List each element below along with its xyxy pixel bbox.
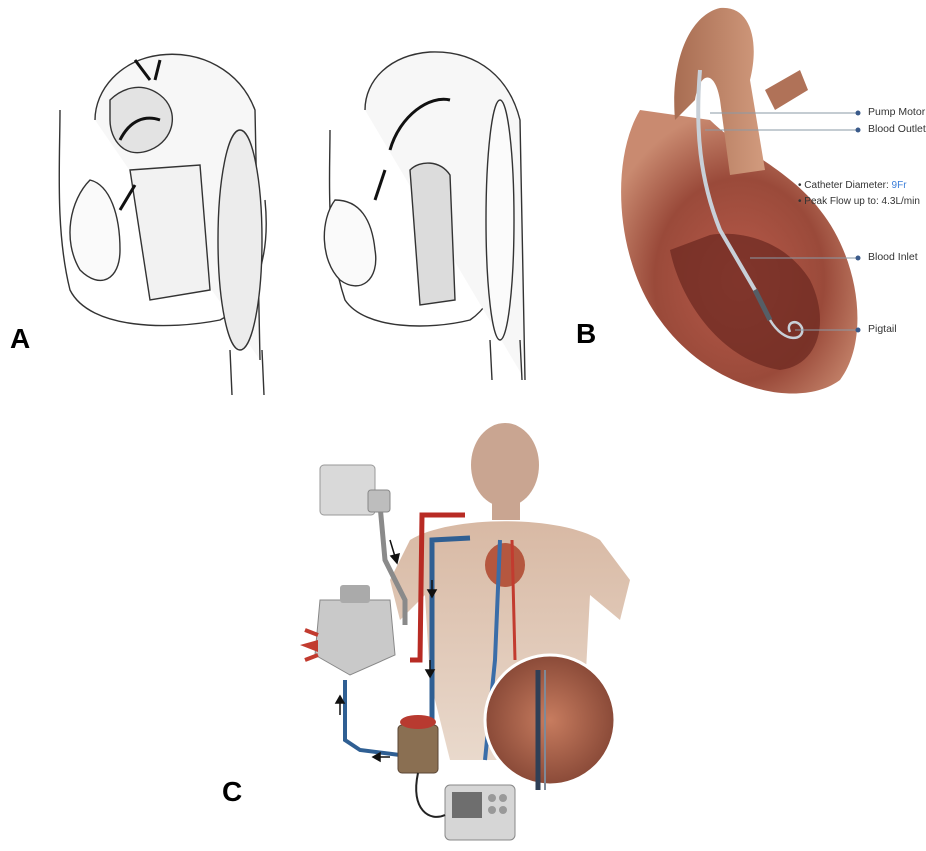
panel-c: C xyxy=(200,420,660,846)
panel-a: A xyxy=(0,0,560,400)
heart-systole-drawing xyxy=(324,52,525,380)
ecmo-circuit-illustration xyxy=(200,420,660,846)
spec-catheter-value: 9Fr xyxy=(892,180,907,191)
callout-pigtail: Pigtail xyxy=(868,323,897,335)
spec-catheter-diameter: • Catheter Diameter: 9Fr xyxy=(798,180,907,191)
panel-b-letter: B xyxy=(576,318,596,350)
heart-diastole-drawing xyxy=(59,54,266,395)
panel-b: Pump Motor Blood Outlet Blood Inlet Pigt… xyxy=(570,0,926,420)
spec-catheter-label: Catheter Diameter: xyxy=(804,180,891,191)
impella-heart-illustration xyxy=(570,0,926,420)
panel-a-illustration xyxy=(0,0,560,400)
callout-pump-motor: Pump Motor xyxy=(868,106,925,118)
spec-peak-flow-label: Peak Flow up to: xyxy=(804,196,881,207)
callout-blood-outlet: Blood Outlet xyxy=(868,123,926,135)
spec-peak-flow-value: 4.3L/min xyxy=(882,196,920,207)
panel-c-letter: C xyxy=(222,776,242,808)
spec-peak-flow: • Peak Flow up to: 4.3L/min xyxy=(798,196,920,207)
panel-a-letter: A xyxy=(10,323,30,355)
callout-blood-inlet: Blood Inlet xyxy=(868,251,918,263)
